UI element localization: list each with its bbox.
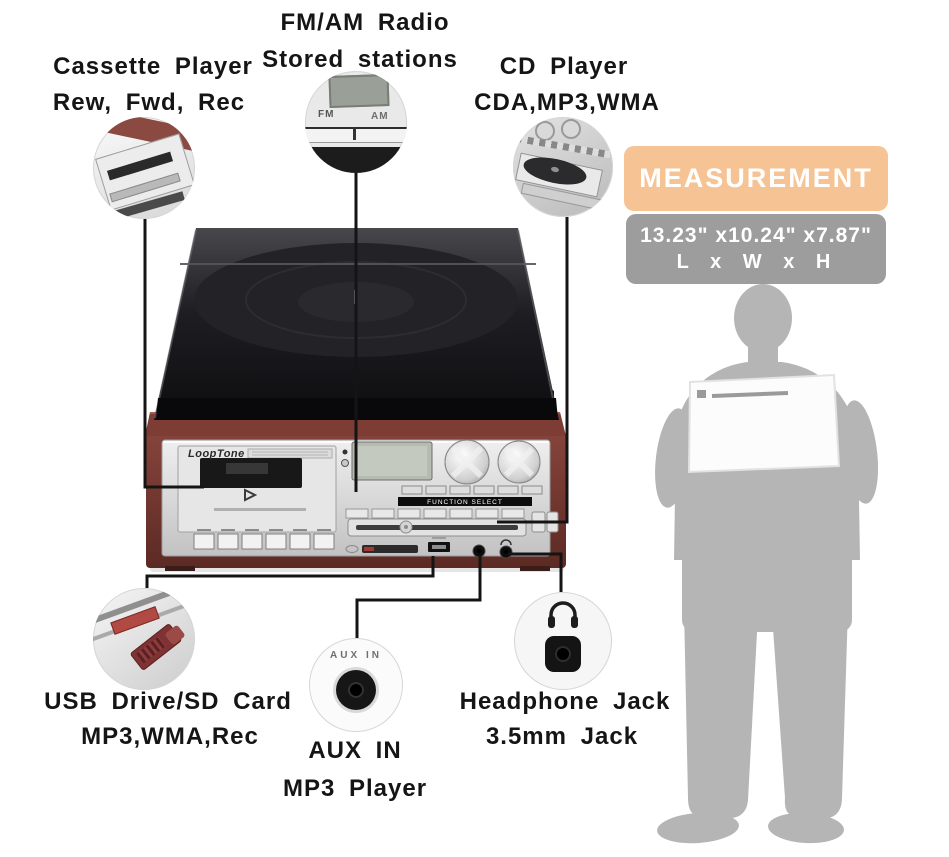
callout-line-cassette [143, 219, 204, 489]
front-panel: FUNCTION SELECT [161, 439, 559, 559]
label-radio-subtitle: Stored stations [262, 46, 458, 73]
function-buttons-row2 [345, 508, 525, 519]
volume-knob [444, 439, 490, 485]
headphones-icon [548, 601, 578, 628]
sd-card-slot [362, 545, 418, 553]
cassette-buttons [193, 529, 335, 550]
label-cassette-subtitle: Rew, Fwd, Rec [52, 89, 246, 116]
human-silhouette [655, 284, 879, 844]
callout-line-cd [497, 217, 569, 524]
label-cd-subtitle: CDA,MP3,WMA [474, 89, 660, 116]
label-usb-subtitle: MP3,WMA,Rec [81, 723, 259, 750]
function-select-label: FUNCTION SELECT [427, 499, 503, 506]
label-cassette-title: Cassette Player [53, 53, 253, 80]
usb-detail-circle [93, 588, 195, 690]
radio-detail-circle: FM AM [305, 71, 407, 173]
label-cd-title: CD Player [499, 53, 629, 80]
headphone-detail-circle [514, 592, 612, 690]
callout-line-usb [145, 556, 435, 588]
function-select-bar: FUNCTION SELECT [398, 497, 532, 506]
label-aux-subtitle: MP3 Player [282, 775, 428, 802]
callout-line-headphone [508, 552, 563, 592]
callout-line-aux [355, 556, 482, 638]
play-symbol-icon [244, 488, 258, 502]
am-label: AM [371, 111, 389, 122]
brand-logo: LoopTone [188, 448, 245, 460]
fm-label: FM [318, 109, 335, 120]
radio-display-closeup [328, 73, 390, 109]
callout-lines [143, 173, 569, 638]
measurement-panel: 13.23" x10.24" x7.87" L x W x H [626, 214, 886, 284]
label-headphone-subtitle: 3.5mm Jack [485, 723, 639, 750]
measurement-dimensions: 13.23" x10.24" x7.87" [640, 224, 872, 247]
measurement-legend: L x W x H [676, 251, 836, 273]
aux-detail-circle: AUX IN [309, 638, 403, 732]
label-aux-title: AUX IN [308, 737, 402, 764]
lcd-display [351, 441, 433, 481]
headphone-mark-icon [500, 539, 512, 546]
label-headphone-title: Headphone Jack [459, 688, 671, 715]
measurement-title-badge: MEASUREMENT [624, 146, 888, 211]
cd-slot [347, 518, 527, 537]
function-buttons-row1 [401, 485, 543, 495]
label-usb-title: USB Drive/SD Card [44, 688, 292, 715]
cassette-deck [177, 445, 337, 550]
label-radio-title: FM/AM Radio [280, 9, 450, 36]
cassette-detail-circle [93, 117, 195, 219]
cd-detail-circle [513, 117, 613, 217]
aux-port-label: AUX IN [330, 650, 382, 661]
tuning-knob [497, 440, 541, 484]
held-product-box [687, 373, 841, 474]
